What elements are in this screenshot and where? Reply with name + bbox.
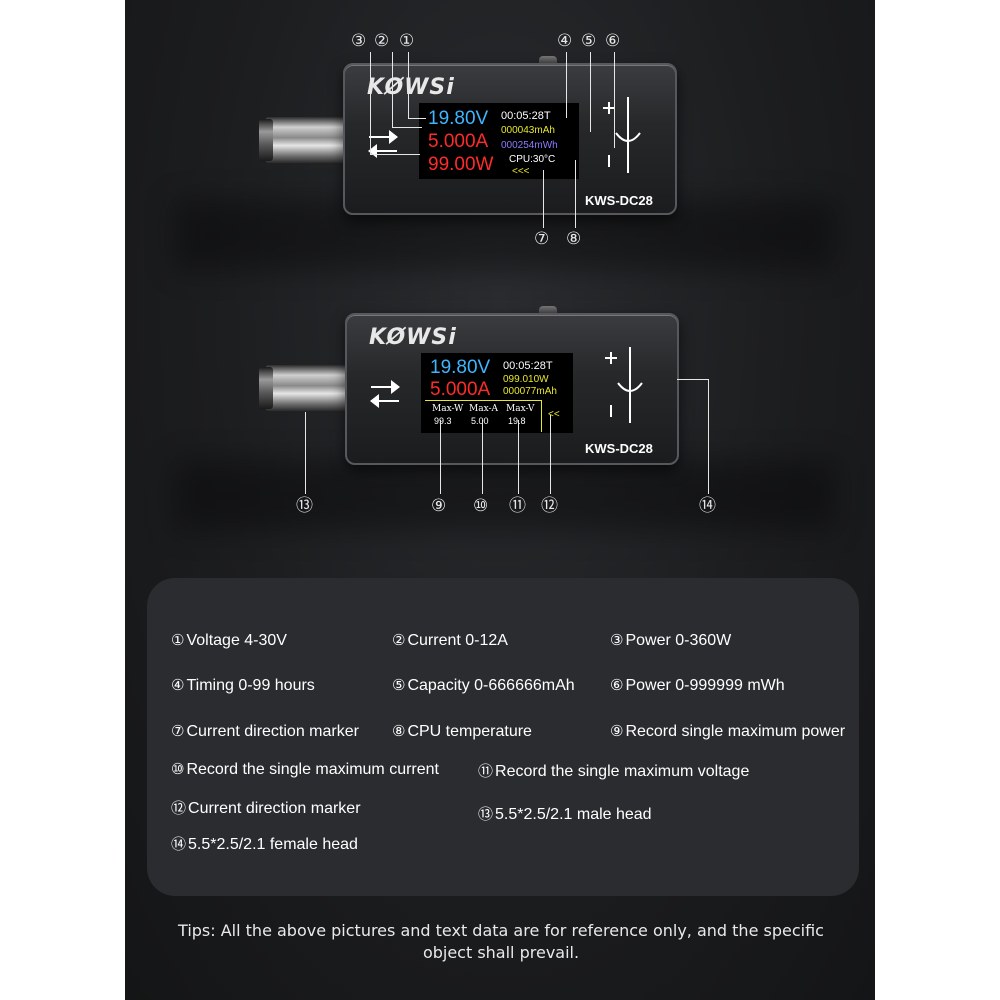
- callout-line-11: [518, 420, 519, 494]
- direction-marker: <<: [548, 409, 560, 420]
- callout-line-7: [543, 170, 544, 228]
- callout-line-12: [550, 415, 551, 494]
- energy-readout: 000254mWh: [501, 140, 558, 151]
- callout-line-4: [566, 52, 567, 118]
- marker-8: ⑧: [566, 229, 582, 249]
- max-voltage-value: 19.8: [508, 416, 526, 426]
- marker-7: ⑦: [534, 229, 550, 249]
- side-button-bottom: [539, 306, 557, 316]
- voltage-readout: 19.80V: [428, 108, 489, 129]
- voltage-readout: 19.80V: [430, 357, 491, 378]
- power-readout: 099.010W: [503, 374, 549, 385]
- marker-4: ④: [557, 31, 573, 51]
- tips-text: Tips: All the above pictures and text da…: [178, 921, 824, 962]
- product-panel: KØWSi 19.80V 5.000A 99.00W 00:05:28T 000…: [125, 0, 875, 1000]
- marker-2: ②: [374, 31, 390, 51]
- current-readout: 5.000A: [430, 379, 491, 400]
- callout-line-13: [305, 412, 306, 494]
- cpu-temp-readout: CPU:30°C: [509, 154, 556, 165]
- side-button-top: [539, 56, 557, 66]
- screen-divider-v: [541, 400, 542, 432]
- display-screen-bottom: 19.80V 5.000A 00:05:28T 099.010W 000077m…: [421, 353, 573, 433]
- switch-symbol-icon: [605, 347, 643, 423]
- direction-arrows-icon: [370, 380, 400, 408]
- marker-1: ①: [399, 31, 415, 51]
- marker-3: ③: [351, 31, 367, 51]
- current-readout: 5.000A: [428, 131, 489, 152]
- callout-line-2: [392, 52, 393, 127]
- callout-line-5: [590, 52, 591, 132]
- male-plug-top: [265, 117, 355, 163]
- direction-arrows-icon: [368, 130, 398, 158]
- marker-9: ⑨: [431, 496, 447, 516]
- max-power-value: 99.3: [434, 416, 452, 426]
- direction-marker: <<<: [512, 166, 530, 177]
- marker-11: ⑪: [509, 496, 526, 516]
- meter-device-bottom: KØWSi 19.80V 5.000A 00:05:28T 099.010W 0…: [345, 313, 679, 465]
- display-screen-top: 19.80V 5.000A 99.00W 00:05:28T 000043mAh…: [419, 103, 579, 179]
- callout-line-14: [708, 379, 709, 494]
- callout-line-14h: [677, 379, 709, 380]
- marker-12: ⑫: [541, 496, 558, 516]
- callout-line-1h: [408, 118, 426, 119]
- model-label: KWS-DC28: [585, 441, 653, 456]
- max-current-label: Max-A: [469, 404, 499, 414]
- power-readout: 99.00W: [428, 154, 494, 175]
- marker-10: ⑩: [473, 496, 489, 516]
- callout-line-3h: [370, 154, 420, 155]
- callout-line-10: [482, 420, 483, 494]
- callout-line-9: [440, 420, 441, 494]
- male-plug-bottom: [265, 365, 355, 411]
- callout-line-6: [614, 52, 615, 148]
- max-power-label: Max-W: [432, 404, 464, 414]
- model-label: KWS-DC28: [585, 193, 653, 208]
- screen-divider: [425, 400, 541, 401]
- capacity-readout: 000043mAh: [501, 125, 555, 136]
- max-voltage-label: Max-V: [506, 404, 535, 414]
- switch-symbol-icon: [603, 97, 641, 173]
- timer-readout: 00:05:28T: [501, 110, 551, 122]
- brand-logo: KØWSi: [369, 325, 457, 350]
- brand-logo: KØWSi: [367, 75, 455, 100]
- callout-line-3: [370, 52, 371, 154]
- male-plug-tip-top: [259, 119, 273, 161]
- timer-readout: 00:05:28T: [503, 360, 553, 372]
- marker-6: ⑥: [605, 31, 621, 51]
- callout-line-8: [575, 160, 576, 228]
- marker-14: ⑭: [699, 496, 716, 516]
- max-current-value: 5.00: [471, 416, 489, 426]
- device-shadow: [175, 460, 835, 530]
- capacity-readout: 000077mAh: [503, 386, 557, 397]
- marker-13: ⑬: [296, 496, 313, 516]
- marker-5: ⑤: [581, 31, 597, 51]
- callout-line-2h: [392, 127, 422, 128]
- male-plug-tip-bottom: [259, 367, 273, 409]
- callout-line-1: [408, 52, 409, 118]
- meter-device-top: KØWSi 19.80V 5.000A 99.00W 00:05:28T 000…: [343, 63, 677, 215]
